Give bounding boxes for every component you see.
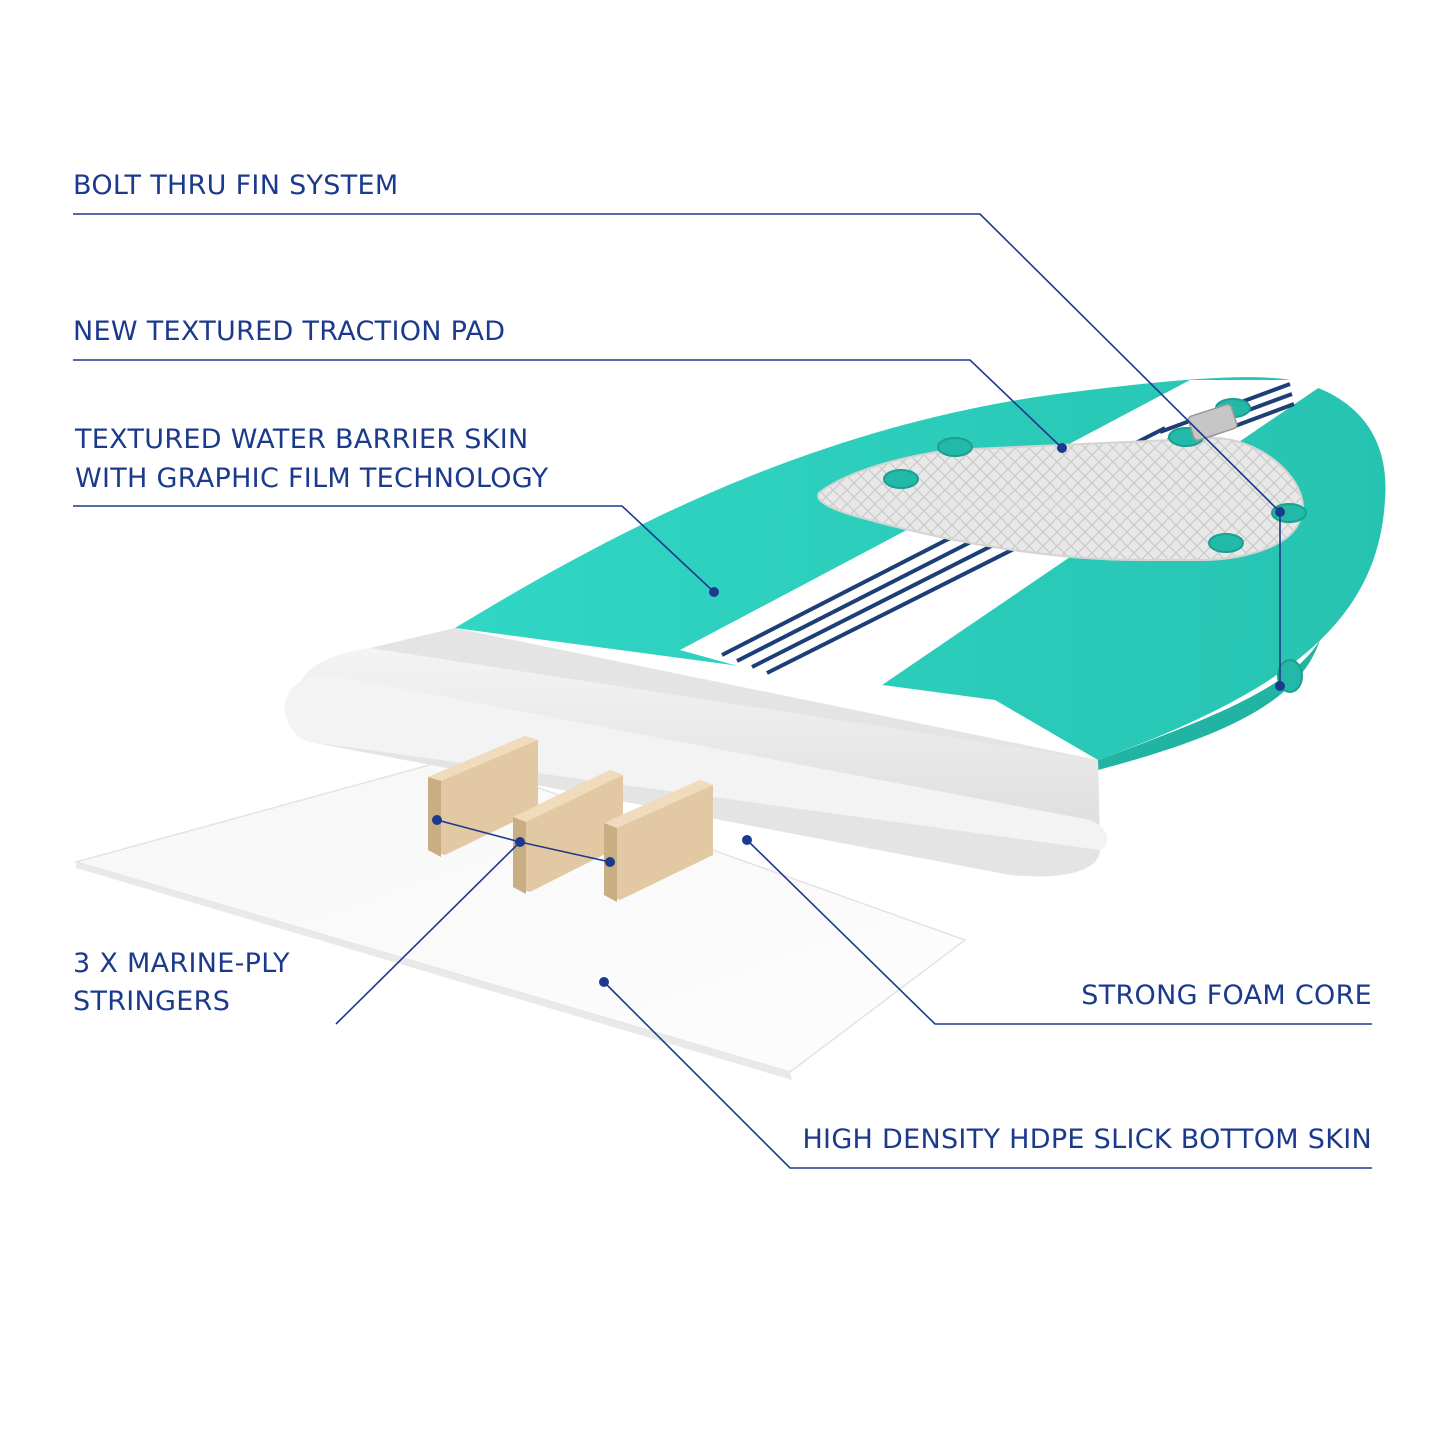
label-stringers-line2: STRINGERS xyxy=(73,986,231,1017)
label-traction-pad: NEW TEXTURED TRACTION PAD xyxy=(73,316,506,347)
label-bolt-thru-fin-system: BOLT THRU FIN SYSTEM xyxy=(73,170,399,201)
label-foam-core: STRONG FOAM CORE xyxy=(1081,980,1372,1011)
callout-lines xyxy=(73,213,1372,1169)
label-water-barrier-skin-line1: TEXTURED WATER BARRIER SKIN xyxy=(75,424,529,455)
callout-dots xyxy=(432,443,1285,987)
surfboard-deck xyxy=(455,377,1386,770)
label-water-barrier-skin-line2: WITH GRAPHIC FILM TECHNOLOGY xyxy=(75,463,549,494)
foam-core xyxy=(284,628,1108,877)
label-stringers-line1: 3 X MARINE-PLY xyxy=(73,948,290,979)
label-bottom-skin: HIGH DENSITY HDPE SLICK BOTTOM SKIN xyxy=(802,1124,1372,1155)
bottom-skin-sheet xyxy=(73,757,967,1080)
